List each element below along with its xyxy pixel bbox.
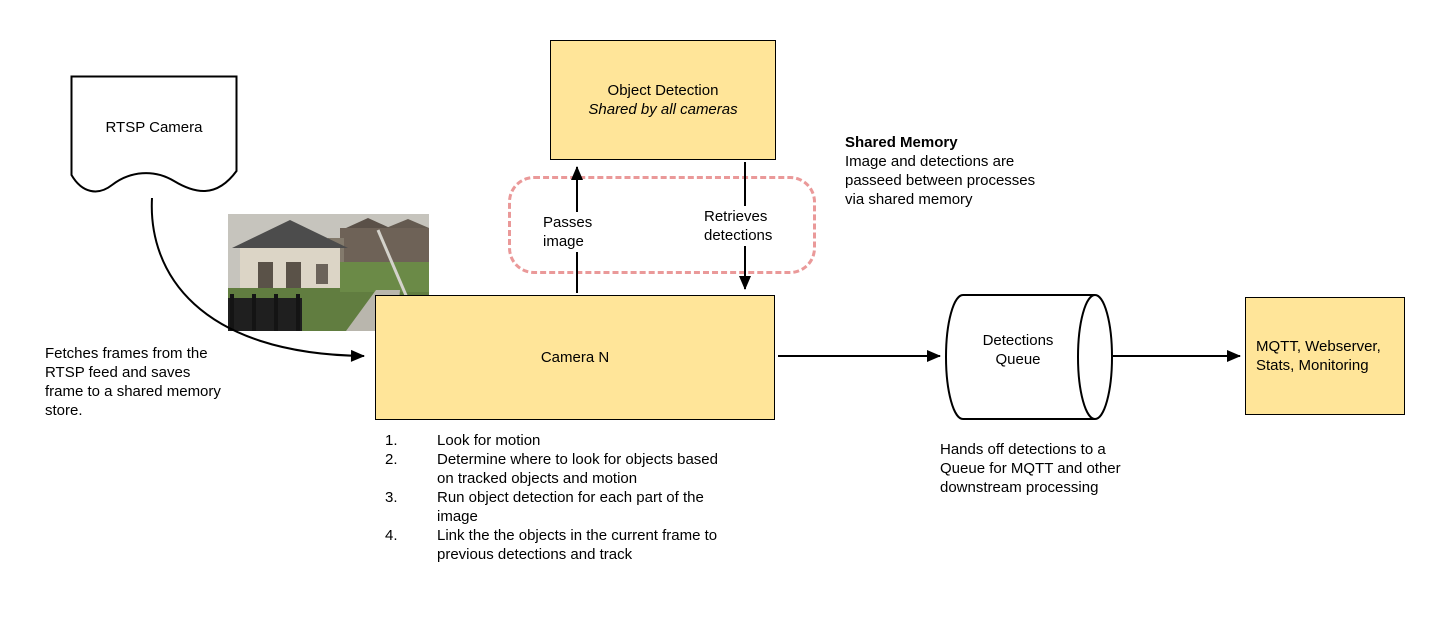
shared-memory-note-title: Shared Memory	[845, 134, 958, 151]
wavy-document-icon	[70, 75, 238, 193]
camera-n-steps: 1. Look for motion 2. Determine where to…	[385, 431, 745, 564]
camera-n-label: Camera N	[540, 349, 610, 366]
camera-step-text: Link the the objects in the current fram…	[437, 527, 718, 563]
camera-step-number: 2.	[385, 451, 398, 468]
object-detection-node: Object Detection Shared by all cameras	[550, 40, 776, 160]
object-detection-subtitle: Shared by all cameras	[588, 101, 738, 118]
outputs-label: MQTT, Webserver, Stats, Monitoring	[1256, 338, 1381, 374]
rtsp-camera-node: RTSP Camera	[70, 75, 238, 205]
shared-memory-region-outline	[508, 176, 816, 274]
fetch-frames-note: Fetches frames from the RTSP feed and sa…	[45, 345, 221, 419]
camera-step-text: Determine where to look for objects base…	[437, 451, 718, 487]
camera-step: 2. Determine where to look for objects b…	[385, 450, 745, 488]
shared-memory-note: Shared Memory Image and detections are p…	[845, 133, 1057, 209]
camera-n-node: Camera N	[375, 295, 775, 420]
passes-image-label: Passes image	[541, 212, 605, 252]
camera-step: 1. Look for motion	[385, 431, 745, 450]
queue-cylinder-icon	[945, 294, 1113, 420]
arrow-rtsp-to-camera	[150, 197, 365, 362]
camera-step: 3. Run object detection for each part of…	[385, 488, 745, 526]
queue-handoff-note: Hands off detections to a Queue for MQTT…	[940, 441, 1121, 496]
object-detection-title: Object Detection	[607, 82, 719, 99]
camera-step-number: 3.	[385, 489, 398, 506]
camera-step-text: Look for motion	[437, 432, 541, 449]
rtsp-camera-label: RTSP Camera	[105, 119, 203, 136]
camera-step-number: 4.	[385, 527, 398, 544]
camera-frame-photo	[228, 214, 429, 331]
detections-queue-label: Detections Queue	[982, 332, 1054, 368]
shared-memory-note-body: Image and detections are passeed between…	[845, 153, 1036, 208]
outputs-node: MQTT, Webserver, Stats, Monitoring	[1245, 297, 1405, 415]
camera-step: 4. Link the the objects in the current f…	[385, 526, 745, 564]
camera-step-number: 1.	[385, 432, 398, 449]
retrieves-detections-label: Retrieves detections	[702, 206, 786, 246]
detections-queue-node: Detections Queue	[945, 293, 1115, 421]
backyard-scene-image	[228, 214, 429, 331]
camera-step-text: Run object detection for each part of th…	[437, 489, 704, 525]
